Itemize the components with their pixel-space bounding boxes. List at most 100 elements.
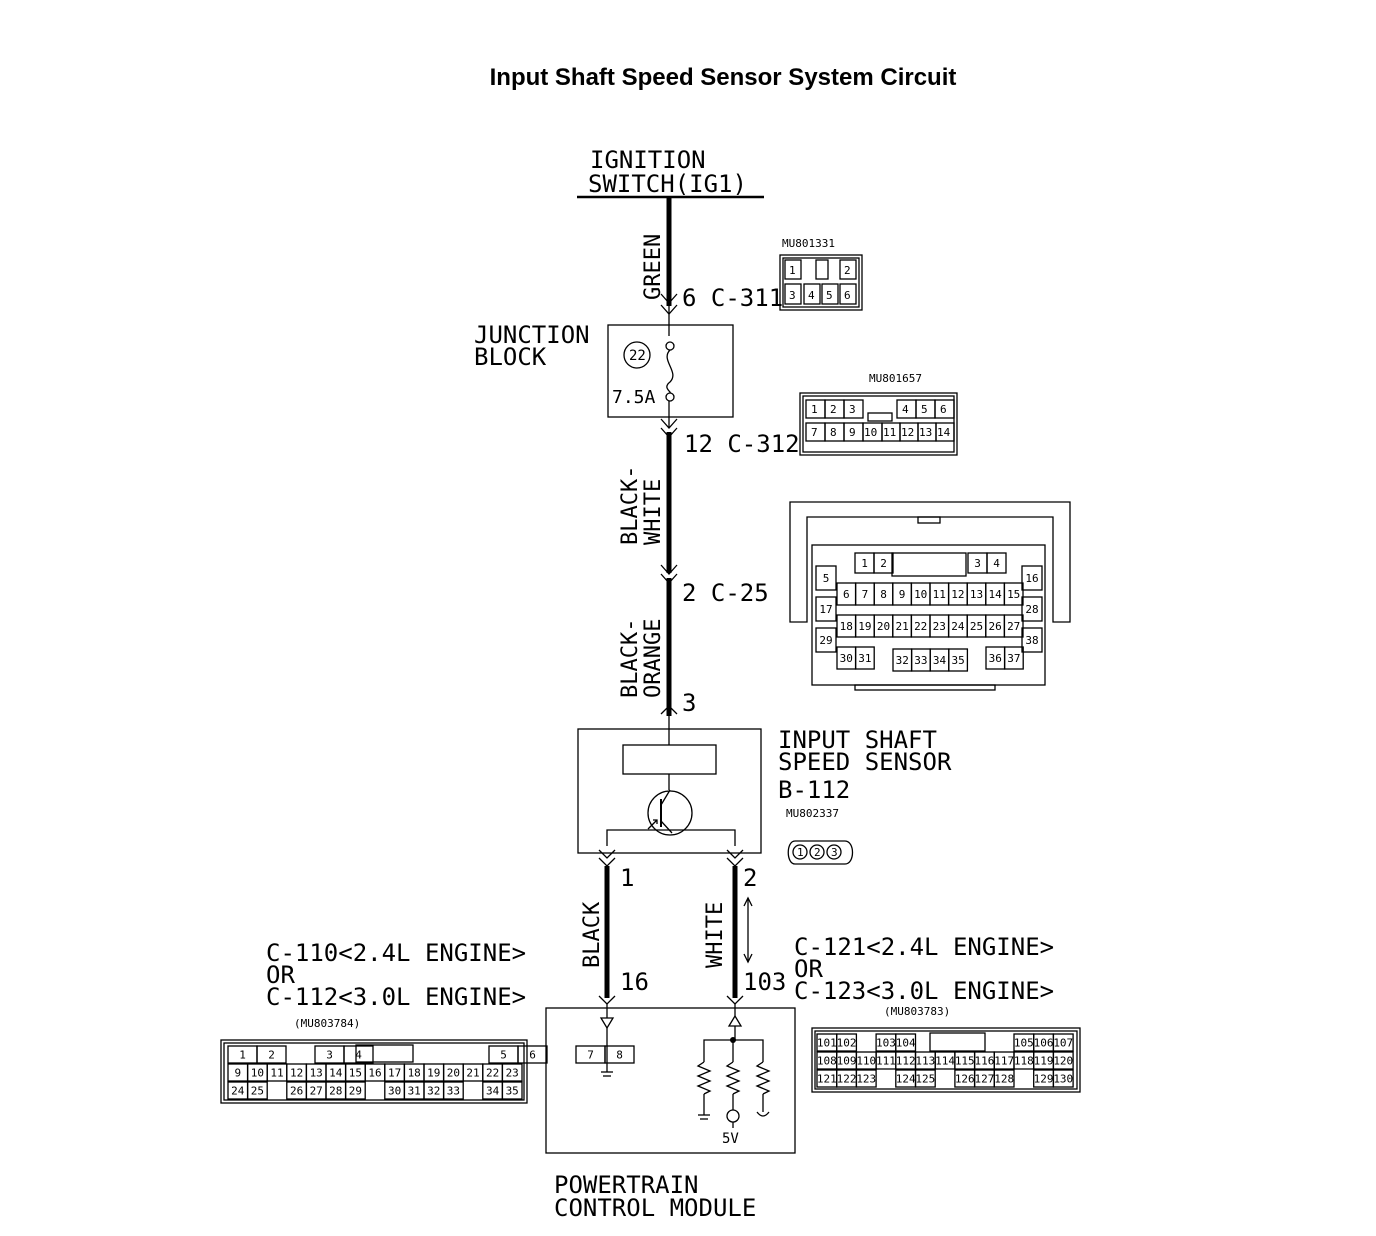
wire-label-bo-2: ORANGE <box>641 619 666 698</box>
pcm-right-pin: 124 <box>896 1073 916 1086</box>
pcm-right-pin: 116 <box>975 1055 995 1068</box>
pcm-right-pin: 125 <box>915 1073 935 1086</box>
c25-pin: 25 <box>970 620 983 633</box>
sensor-pin-3-arrow <box>660 705 678 715</box>
c25-pin: 13 <box>970 588 983 601</box>
c25-cell <box>815 565 837 591</box>
c311-pin: 3 <box>789 289 796 302</box>
c311-pin: 6 <box>844 289 851 302</box>
pcm-left-pin: 3 <box>326 1049 333 1062</box>
b112-pin: 3 <box>831 846 838 859</box>
c25-pin: 16 <box>1025 572 1038 585</box>
pcm-right-pin: 107 <box>1053 1037 1073 1050</box>
c25-pin: 32 <box>896 654 909 667</box>
pcm-left-cell <box>501 1063 523 1082</box>
c25-pin: 20 <box>877 620 890 633</box>
fuse-icon <box>666 349 674 394</box>
c312-pin: 3 <box>849 403 856 416</box>
connector-c312-part: MU801657 <box>869 372 922 385</box>
pcm-left-pin: 7 <box>587 1049 594 1062</box>
pcm-right-pin: 103 <box>876 1037 896 1050</box>
c25-pin: 22 <box>914 620 927 633</box>
c25-pin: 23 <box>933 620 946 633</box>
c25-pin: 9 <box>899 588 906 601</box>
pcm-left-pin: 5 <box>500 1049 507 1062</box>
pcm-left-pin: 16 <box>368 1067 381 1080</box>
c25-pin: 33 <box>914 654 927 667</box>
pcm-left-pin: 28 <box>329 1085 342 1098</box>
connector-c311-face: MU801331 1 2 3 4 5 6 <box>779 237 863 311</box>
pcm-left-pin: 12 <box>290 1067 303 1080</box>
c25-pin: 36 <box>989 652 1002 665</box>
c25-pin: 29 <box>819 634 832 647</box>
pcm-label-line2: CONTROL MODULE <box>554 1194 756 1222</box>
pcm-right-pin: 102 <box>837 1037 857 1050</box>
c25-pin: 30 <box>840 652 853 665</box>
resistor-icon <box>755 1061 771 1095</box>
pcm-left-pin: 11 <box>270 1067 283 1080</box>
sensor-pin-2-label: 2 <box>743 864 757 892</box>
c25-pin: 21 <box>895 620 908 633</box>
c312-pin: 4 <box>902 403 909 416</box>
c25-pin: 24 <box>951 620 965 633</box>
page-title: Input Shaft Speed Sensor System Circuit <box>489 64 957 91</box>
pcm-left-pin: 32 <box>427 1085 440 1098</box>
c25-cell <box>948 648 969 672</box>
c25-pin: 37 <box>1007 652 1020 665</box>
sensor-connector-id: B-112 <box>778 776 850 804</box>
pcm-left-pin: 8 <box>616 1049 623 1062</box>
pcm-left-pin: 14 <box>329 1067 343 1080</box>
c25-pin: 38 <box>1025 634 1038 647</box>
pcm-right-pin: 114 <box>935 1055 955 1068</box>
pcm-left-pin: 30 <box>388 1085 401 1098</box>
wire-label-green: GREEN <box>641 234 666 300</box>
c25-pin: 17 <box>819 603 832 616</box>
sensor-label-line1: INPUT SHAFT <box>778 726 937 754</box>
pcm-left-cell <box>256 1045 287 1064</box>
ignition-label-line2: SWITCH(IG1) <box>588 170 747 198</box>
b112-pin: 2 <box>814 846 821 859</box>
c312-pin: 11 <box>883 426 896 439</box>
pcm-right-pin: 106 <box>1034 1037 1054 1050</box>
signal-input-icon <box>727 1014 743 1027</box>
c25-cell <box>986 552 1007 574</box>
pcm-right-pin: 129 <box>1034 1073 1054 1086</box>
c25-pin: 26 <box>988 620 1001 633</box>
c25-pin: 11 <box>933 588 946 601</box>
pcm-pin-16-label: 16 <box>620 968 649 996</box>
pcm-right-pin: 112 <box>896 1055 916 1068</box>
pcm-right-cell <box>1052 1033 1074 1052</box>
pcm-left-pin: 17 <box>388 1067 401 1080</box>
pcm-right-pin: 104 <box>896 1037 916 1050</box>
c25-pin: 7 <box>862 588 869 601</box>
sensor-label-line2: SPEED SENSOR <box>778 748 952 776</box>
pcm-left-line1: C-110<2.4L ENGINE> <box>266 939 526 967</box>
pcm-right-pin: 130 <box>1053 1073 1073 1086</box>
c311-pin: 2 <box>844 264 851 277</box>
c312-pin: 14 <box>937 426 951 439</box>
pcm-right-line1: C-121<2.4L ENGINE> <box>794 933 1054 961</box>
c25-cell <box>1003 582 1024 606</box>
pcm-left-line3: C-112<3.0L ENGINE> <box>266 983 526 1011</box>
wire-label-bw-1: BLACK- <box>618 466 643 545</box>
c312-pin: 12 <box>901 426 914 439</box>
pcm-right-pin: 105 <box>1014 1037 1034 1050</box>
pcm-left-pin: 26 <box>290 1085 303 1098</box>
c25-cell <box>873 552 894 574</box>
pcm-label-line1: POWERTRAIN <box>554 1171 699 1199</box>
pcm-left-pin: 27 <box>310 1085 323 1098</box>
sensor-pin-3-label: 3 <box>682 689 696 717</box>
c312-pin: 8 <box>830 426 837 439</box>
pcm-left-pin: 21 <box>466 1067 479 1080</box>
pcm-right-pin: 120 <box>1053 1055 1073 1068</box>
pcm-left-cell <box>517 1045 548 1064</box>
powertrain-control-module: 5V POWERTRAIN CONTROL MODULE <box>545 1003 796 1222</box>
c25-cell <box>815 596 837 622</box>
ignition-switch: IGNITION SWITCH(IG1) <box>577 146 764 199</box>
wire-label-bo-1: BLACK- <box>618 619 643 698</box>
c25-pin: 10 <box>914 588 927 601</box>
c312-pin: 2 <box>830 403 837 416</box>
pcm-right-pin: 117 <box>994 1055 1014 1068</box>
c25-pin: 6 <box>843 588 850 601</box>
pcm-left-cell <box>604 1045 635 1064</box>
